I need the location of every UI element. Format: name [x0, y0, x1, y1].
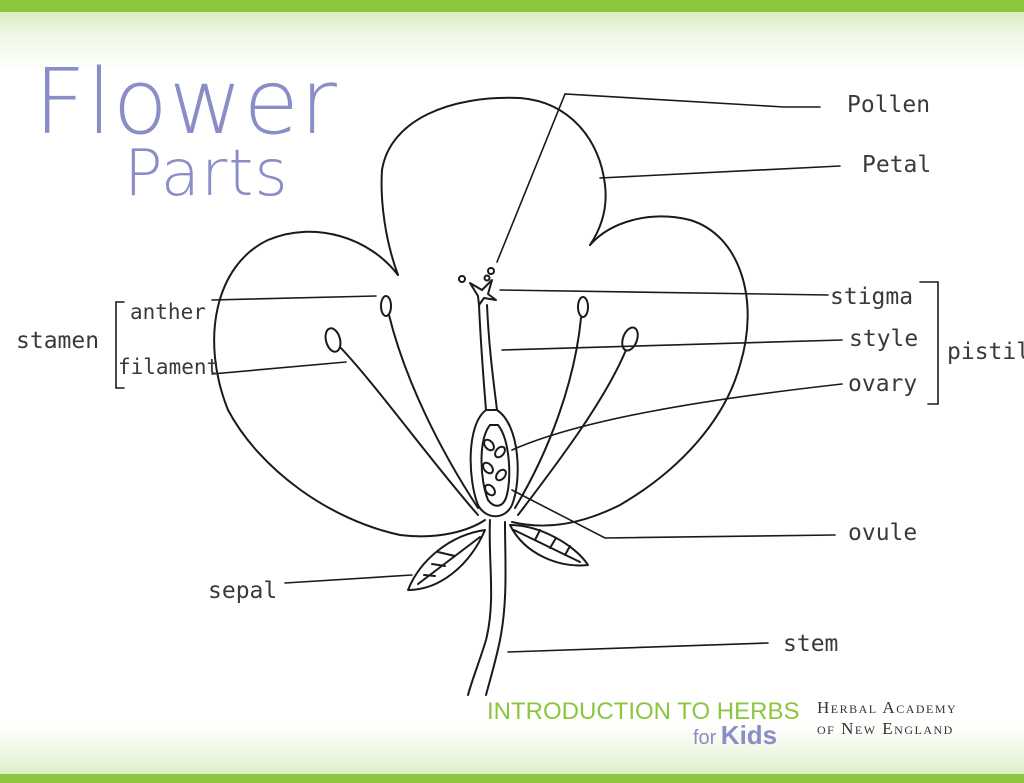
page-title-line2: Parts: [124, 137, 289, 211]
anther-right: [621, 326, 639, 352]
petal-top: [380, 96, 607, 276]
academy-line1: Herbal Academy: [817, 698, 958, 717]
course-title: INTRODUCTION TO HERBS: [487, 698, 800, 725]
filament-right: [517, 349, 627, 516]
course-kids: Kids: [720, 720, 778, 750]
ovule-1: [483, 438, 495, 452]
leader-ovule: [511, 489, 836, 539]
anther-inner-right: [577, 296, 589, 318]
academy-logo: Herbal Academy of New England: [817, 697, 957, 739]
stamen-bracket: [115, 301, 125, 389]
filament-inner-right: [514, 317, 582, 509]
label-stem: stem: [783, 631, 839, 657]
stem-right: [485, 521, 507, 696]
academy-line2: of New England: [817, 719, 954, 738]
label-petal: Petal: [862, 152, 932, 178]
label-sepal: sepal: [208, 578, 278, 604]
label-filament: filament: [118, 355, 220, 379]
pollen-grain-1: [458, 275, 466, 283]
ovary-inner: [480, 424, 511, 507]
label-stigma: stigma: [830, 284, 914, 310]
ovule-4: [495, 468, 507, 482]
anther-left: [324, 327, 342, 353]
ovary: [469, 409, 519, 518]
ovule-5: [484, 483, 496, 497]
sepal-right: [509, 524, 589, 567]
stem-left: [467, 519, 493, 696]
ovule-2: [494, 445, 506, 459]
course-subtitle: for Kids: [693, 722, 777, 748]
leader-style: [501, 339, 843, 351]
leader-stigma: [499, 289, 829, 296]
pollen-grain-3: [483, 274, 491, 282]
style-right: [486, 304, 498, 411]
label-ovule: ovule: [848, 520, 918, 546]
label-anther: anther: [130, 300, 206, 324]
filament-inner-left: [388, 314, 479, 509]
style-left: [478, 304, 487, 411]
leader-stem: [507, 642, 769, 653]
label-stamen: stamen: [16, 328, 100, 354]
petal-left: [213, 230, 486, 538]
petal-right: [511, 215, 749, 527]
leader-pollen: [496, 93, 821, 263]
anther-inner-left: [380, 295, 392, 317]
pistil-bracket: [919, 281, 939, 405]
course-for: for: [693, 727, 717, 749]
top-green-border: [0, 0, 1024, 12]
label-pollen: Pollen: [847, 92, 931, 118]
label-ovary: ovary: [848, 371, 918, 397]
label-pistil: pistil: [947, 339, 1024, 365]
stigma: [469, 279, 497, 306]
leader-anther: [211, 295, 377, 301]
bottom-watercolor-wash: [0, 724, 1024, 774]
sepal-left: [407, 529, 486, 591]
label-style: style: [849, 326, 919, 352]
filament-left: [340, 347, 479, 516]
leader-ovary: [511, 383, 843, 451]
leader-sepal: [284, 574, 413, 584]
top-watercolor-wash: [0, 12, 1024, 72]
page-title-line1: Flower: [34, 50, 338, 155]
bottom-green-border: [0, 774, 1024, 783]
pollen-grain-2: [487, 267, 495, 275]
ovule-3: [482, 461, 494, 475]
leader-petal: [599, 165, 841, 179]
leader-filament: [211, 361, 347, 375]
